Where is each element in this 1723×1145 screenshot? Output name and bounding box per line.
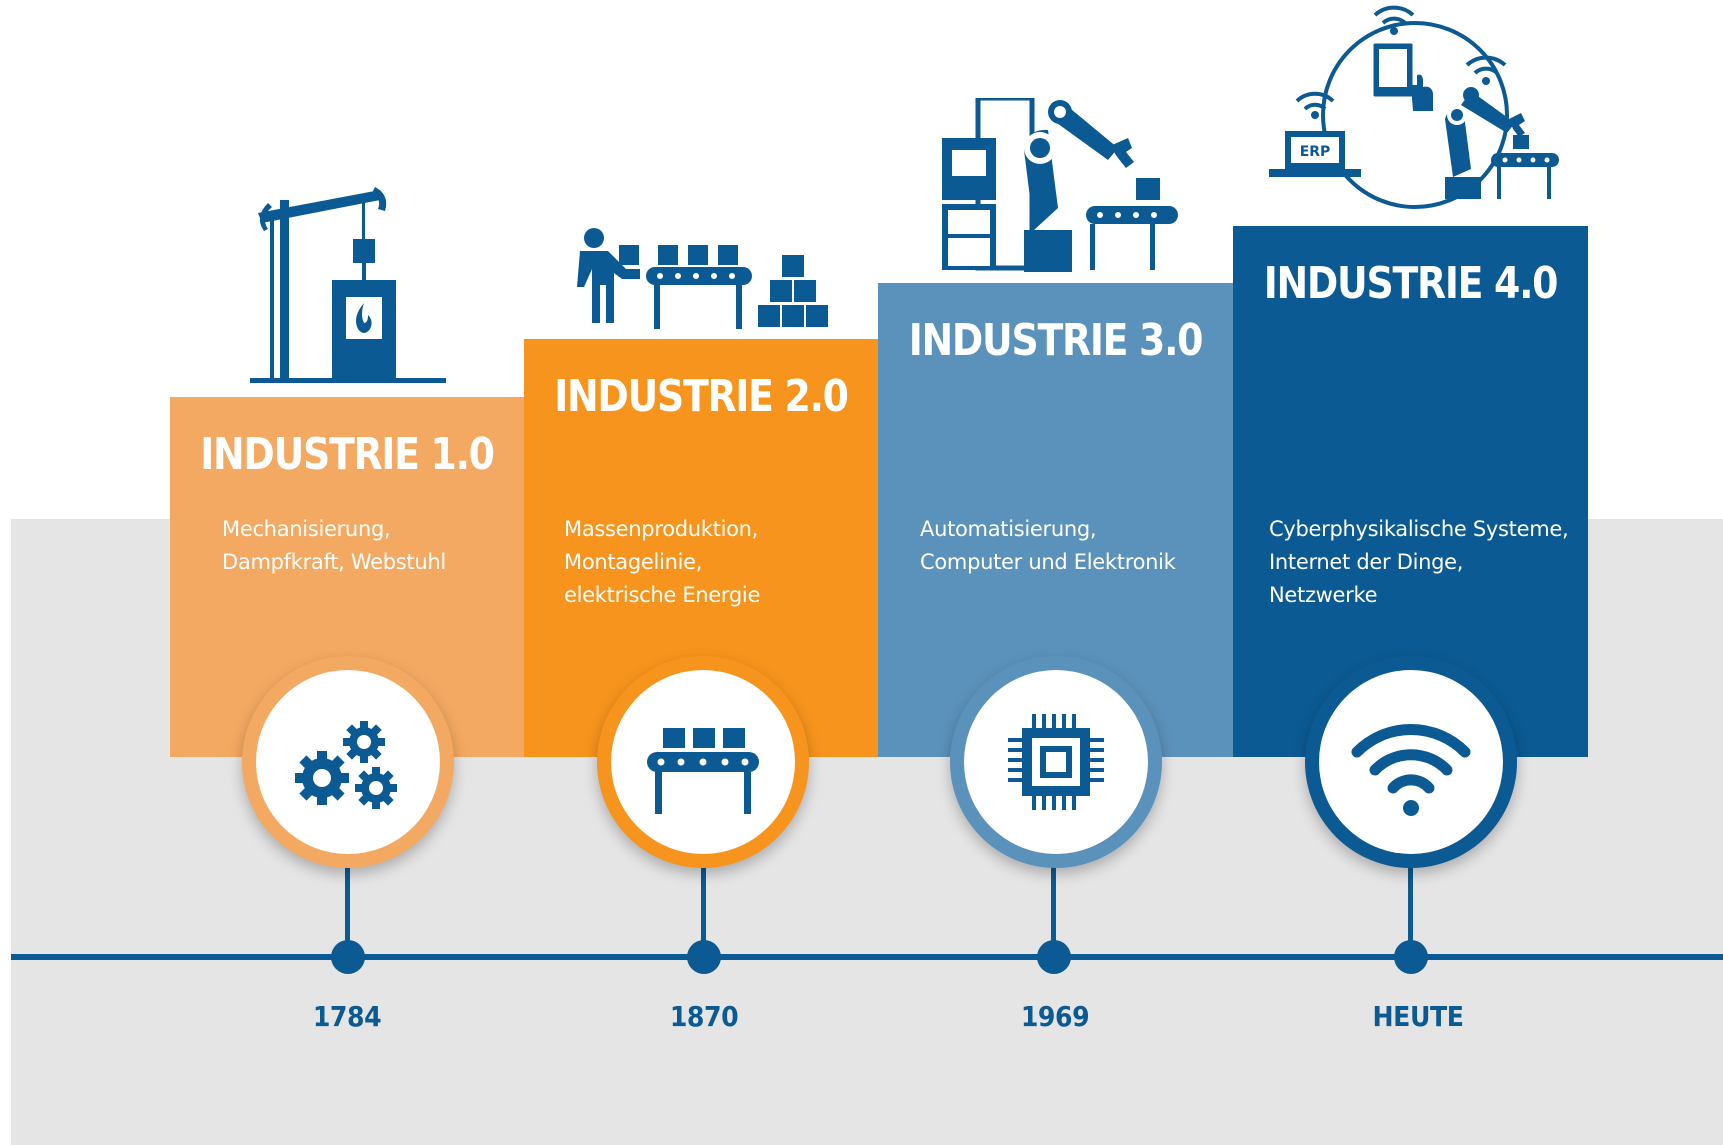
era-title: INDUSTRIE 3.0 [908,315,1204,366]
era-circle-1 [242,656,454,868]
era-description: Automatisierung, Computer und Elektronik [920,517,1176,574]
era-title: INDUSTRIE 1.0 [200,429,495,480]
robot-arm-computer-icon [942,98,1178,272]
era-block-1: INDUSTRIE 1.0 Mechanisierung, Dampfkraft… [170,397,524,757]
timeline-dot-3 [1037,940,1071,974]
timeline-year-2: 1870 [669,1000,739,1033]
era-description: Mechanisierung, Dampfkraft, Webstuhl [222,517,446,574]
assembly-line-worker-icon [577,228,828,329]
timeline-year-1: 1784 [312,1000,382,1033]
gears-icon [295,721,397,809]
timeline-year-3: 1969 [1020,1000,1090,1033]
timeline-stem-2 [701,862,706,954]
era-circle-4 [1305,656,1517,868]
era-block-4: INDUSTRIE 4.0 Cyberphysikalische Systeme… [1233,226,1588,757]
era-circle-3 [950,656,1162,868]
microchip-icon [1008,714,1104,810]
era-title: INDUSTRIE 2.0 [554,371,849,422]
timeline-line [11,954,1723,960]
era-description: Massenproduktion, Montagelinie, elektris… [564,517,761,607]
steam-pump-icon [250,187,446,383]
erp-label: ERP [1300,144,1331,160]
era-block-2: INDUSTRIE 2.0 Massenproduktion, Montagel… [524,339,878,757]
connected-network-icon: ERP [1269,5,1559,209]
timeline-stem-4 [1408,862,1413,954]
timeline-dot-4 [1394,940,1428,974]
timeline-stem-1 [345,862,350,954]
timeline-dot-2 [687,940,721,974]
wifi-icon [1351,724,1471,816]
era-title: INDUSTRIE 4.0 [1263,258,1559,309]
timeline-year-4: HEUTE [1372,1000,1464,1033]
conveyor-belt-icon [647,728,759,814]
era-circle-2 [597,656,809,868]
timeline-stem-3 [1051,862,1056,954]
timeline-dot-1 [331,940,365,974]
era-description: Cyberphysikalische Systeme, Internet der… [1269,517,1569,607]
